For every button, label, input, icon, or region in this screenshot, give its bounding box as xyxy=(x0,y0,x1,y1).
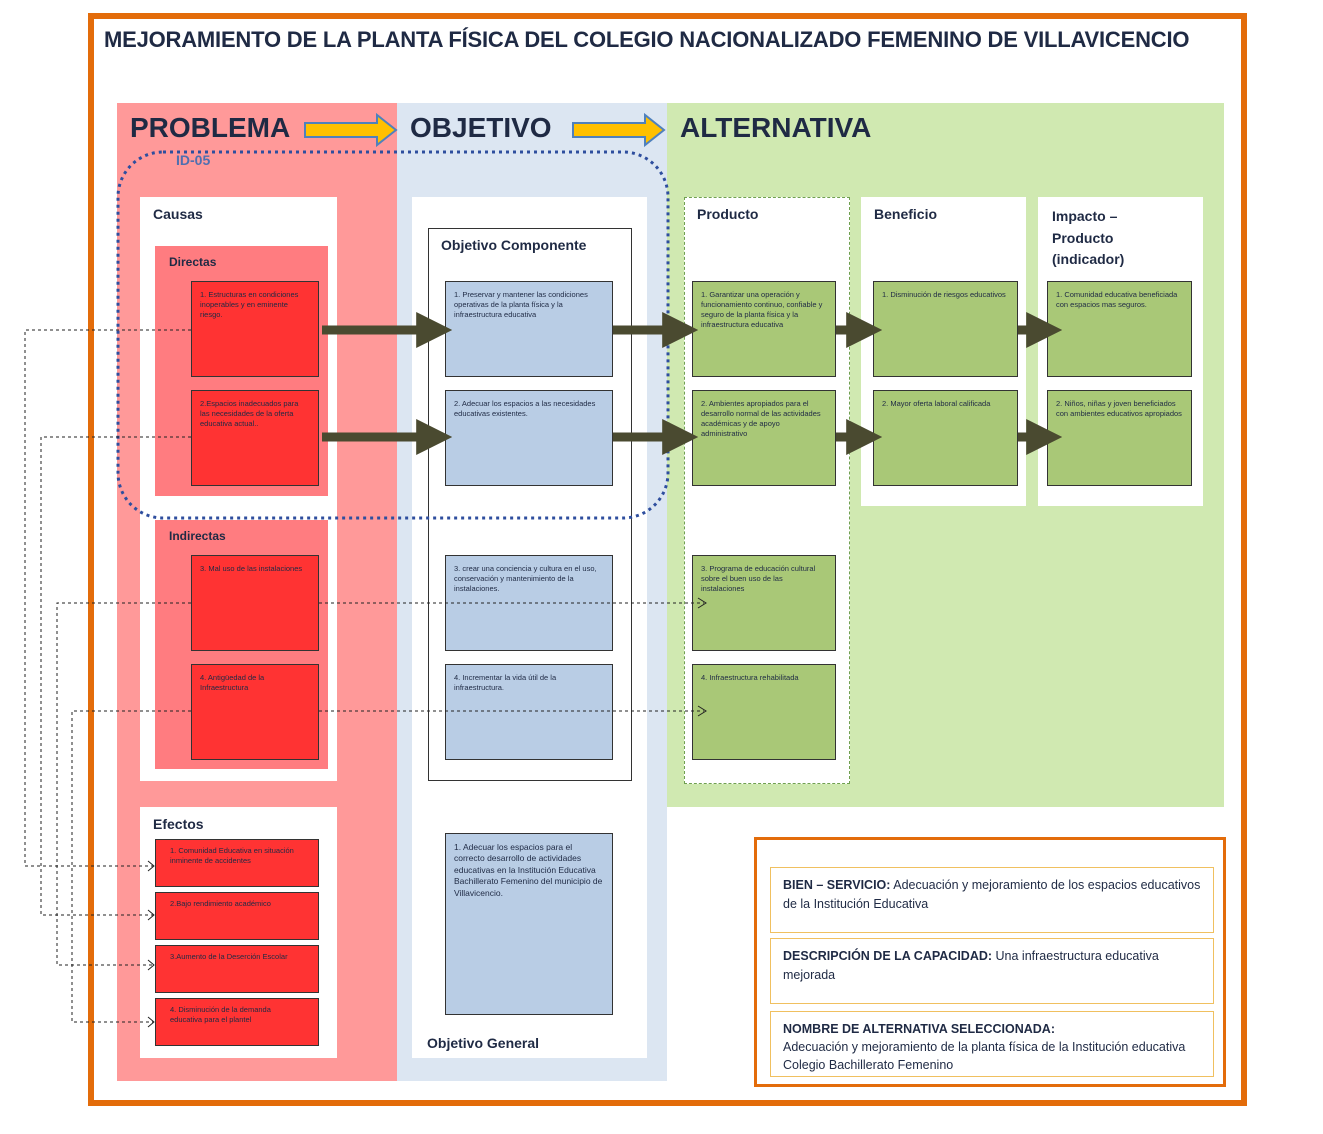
objetivo-heading: OBJETIVO xyxy=(410,112,552,143)
objetivo-box-4: 4. Incrementar la vida útil de la infrae… xyxy=(445,664,613,760)
objetivo-componente-label: Objetivo Componente xyxy=(441,237,587,253)
id-label: ID-05 xyxy=(176,152,211,168)
causa-box-1: 1. Estructuras en condiciones inoperable… xyxy=(191,281,319,377)
causa-box-3: 3. Mal uso de las instalaciones xyxy=(191,555,319,651)
bien-servicio-box: BIEN – SERVICIO: Adecuación y mejoramien… xyxy=(770,867,1214,933)
impacto-box-1: 1. Comunidad educativa beneficiada con e… xyxy=(1047,281,1192,377)
problema-heading: PROBLEMA xyxy=(130,112,291,143)
causas-label: Causas xyxy=(153,206,203,222)
beneficio-label: Beneficio xyxy=(874,206,938,222)
bien-servicio-text: Adecuación y mejoramiento de los espacio… xyxy=(783,878,1201,911)
indirectas-label: Indirectas xyxy=(169,529,226,543)
connector-causa4-efecto4 xyxy=(71,710,191,1023)
alternativa-seleccionada-text: Adecuación y mejoramiento de la planta f… xyxy=(783,1040,1186,1073)
producto-box-3: 3. Programa de educación cultural sobre … xyxy=(692,555,836,651)
alternativa-seleccionada-box: NOMBRE DE ALTERNATIVA SELECCIONADA: Adec… xyxy=(770,1011,1214,1077)
connector-causa1-efecto1 xyxy=(24,329,191,867)
objetivo-general-label: Objetivo General xyxy=(427,1035,540,1051)
bien-servicio-label: BIEN – SERVICIO: xyxy=(783,878,891,892)
producto-box-1: 1. Garantizar una operación y funcionami… xyxy=(692,281,836,377)
capacidad-label: DESCRIPCIÓN DE LA CAPACIDAD: xyxy=(783,949,993,963)
header-arrow-objetivo-alternativa xyxy=(572,112,666,148)
producto-label: Producto xyxy=(697,206,759,222)
alternativa-seleccionada-label: NOMBRE DE ALTERNATIVA SELECCIONADA: xyxy=(783,1022,1055,1036)
alternativa-heading: ALTERNATIVA xyxy=(680,112,872,143)
capacidad-text: Una infraestructura educativa mejorada xyxy=(783,949,1159,982)
page-title: MEJORAMIENTO DE LA PLANTA FÍSICA DEL COL… xyxy=(104,27,1190,52)
objetivo-general-box: 1. Adecuar los espacios para el correcto… xyxy=(445,833,613,1015)
beneficio-box-2: 2. Mayor oferta laboral calificada xyxy=(873,390,1018,486)
objetivo-box-2: 2. Adecuar los espacios a las necesidade… xyxy=(445,390,613,486)
directas-label: Directas xyxy=(169,255,217,269)
id-group-outline xyxy=(116,150,670,520)
efecto-box-2: 2.Bajo rendimiento académico xyxy=(155,892,319,940)
causa-box-4: 4. Antigüedad de la Infraestructura xyxy=(191,664,319,760)
efectos-label: Efectos xyxy=(153,816,204,832)
producto-box-2: 2. Ambientes apropiados para el desarrol… xyxy=(692,390,836,486)
efecto-box-1: 1. Comunidad Educativa en situación inmi… xyxy=(155,839,319,887)
efecto-box-3: 3.Aumento de la Deserción Escolar xyxy=(155,945,319,993)
beneficio-box-1: 1. Disminución de riesgos educativos xyxy=(873,281,1018,377)
objetivo-box-1: 1. Preservar y mantener las condiciones … xyxy=(445,281,613,377)
producto-box-4: 4. Infraestructura rehabilitada xyxy=(692,664,836,760)
header-arrow-problema-objetivo xyxy=(304,112,398,148)
efecto-box-4: 4. Disminución de la demanda educativa p… xyxy=(155,998,319,1046)
capacidad-box: DESCRIPCIÓN DE LA CAPACIDAD: Una infraes… xyxy=(770,938,1214,1004)
connector-causa2-efecto2 xyxy=(40,436,191,916)
connector-causa3-efecto3 xyxy=(56,602,191,966)
impacto-label: Impacto – Producto (indicador) xyxy=(1052,208,1125,268)
causa-box-2: 2.Espacios inadecuados para las necesida… xyxy=(191,390,319,486)
